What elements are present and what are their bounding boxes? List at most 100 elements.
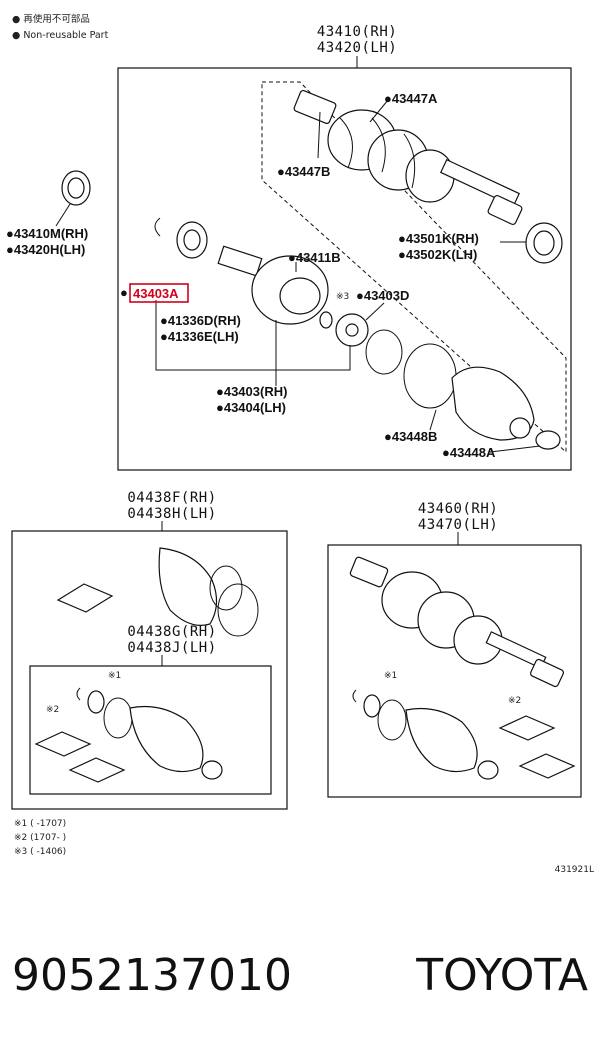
inner-boot-clamp [535, 430, 561, 450]
kit-left-inner-lh[interactable]: 04438J(LH) [127, 640, 216, 656]
callout-43447B[interactable]: ●43447B [277, 164, 330, 179]
legend-en: ● Non-reusable Part [12, 30, 109, 41]
inner-seal-group [154, 217, 208, 259]
inner-joint-housing [217, 245, 329, 325]
callout-43403A-bullet: ● [120, 285, 128, 300]
callout-43420H[interactable]: ●43420H(LH) [6, 242, 85, 257]
callout-43502K[interactable]: ●43502K(LH) [398, 247, 477, 262]
callout-41336D[interactable]: ●41336D(RH) [160, 313, 241, 328]
leader-43447A [369, 99, 389, 123]
kl-clamp-2 [217, 583, 259, 637]
kit-left-outer-boot [56, 547, 259, 637]
highlight-43403A [129, 283, 189, 303]
kl-outer-boot [158, 547, 218, 626]
callout-43403D[interactable]: ●43403D [356, 288, 409, 303]
small-snap-ring [319, 311, 333, 329]
callout-43448B[interactable]: ●43448B [384, 429, 437, 444]
kl-seal-small [87, 690, 105, 714]
bracket-43403 [155, 300, 351, 371]
kit-left-frame [11, 530, 288, 810]
kr-note2: ※2 [508, 696, 521, 706]
kit-left-inner-parts [34, 687, 223, 783]
diagram-id: 431921L [555, 865, 594, 875]
footnote-1: ※1 ( -1707) [14, 819, 66, 829]
callout-41336E[interactable]: ●41336E(LH) [160, 329, 239, 344]
kl-grease-pack-1 [56, 583, 114, 613]
kl-note1: ※1 [108, 671, 121, 681]
kr-note1: ※1 [384, 671, 397, 681]
housing-stem [217, 245, 263, 277]
kit-right-rh[interactable]: 43460(RH) [418, 501, 498, 517]
callout-43403A[interactable]: 43403A [133, 286, 179, 301]
kit-right-lh[interactable]: 43470(LH) [418, 517, 498, 533]
kit-right-shaft [349, 556, 565, 688]
inner-boot-neck [509, 417, 531, 439]
leader-43448B [429, 409, 437, 431]
kr-boot-neck [477, 760, 499, 780]
main-frame [117, 67, 572, 471]
kit-left-lh[interactable]: 04438H(LH) [127, 506, 216, 522]
outer-spline [293, 89, 337, 125]
kl-snap-ring [76, 687, 81, 701]
callout-43403[interactable]: ●43403(RH) [216, 384, 287, 399]
callout-43404[interactable]: ●43404(LH) [216, 400, 286, 415]
outer-joint-outline [261, 81, 567, 454]
kr-inner-boot [405, 707, 478, 773]
dust-cover-r-inner [533, 230, 555, 256]
kl-grease-pack-2 [34, 731, 92, 757]
drive-shaft [439, 158, 521, 208]
leader-43447B [317, 111, 321, 159]
legend-jp: ● 再使用不可部品 [12, 13, 90, 25]
note3-mark: ※3 [336, 292, 349, 302]
callout-43410M[interactable]: ●43410M(RH) [6, 226, 88, 241]
part-number: 9052137010 [12, 950, 292, 1001]
boot-clamp-small [365, 329, 403, 375]
main-assembly-lh[interactable]: 43420(LH) [317, 40, 397, 56]
dust-cover-right [525, 222, 563, 264]
kr-seal-small [363, 694, 381, 718]
inner-spline [487, 194, 523, 226]
kl-inner-boot [129, 705, 204, 773]
kl-clamp-1 [209, 565, 243, 611]
kit-left-rh[interactable]: 04438F(RH) [127, 490, 216, 506]
kr-grease-pack-1 [498, 715, 556, 741]
snap-ring-small [154, 217, 161, 237]
outer-boot-end [405, 149, 455, 203]
tripod-joint [335, 313, 369, 347]
kr-clamp [377, 699, 407, 741]
kl-clamp-3 [103, 697, 133, 739]
kl-note2: ※2 [46, 705, 59, 715]
footnote-3: ※3 ( -1406) [14, 847, 66, 857]
brand: TOYOTA [415, 950, 588, 1001]
tripod-hub [345, 323, 359, 337]
kl-grease-pack-3 [68, 757, 126, 783]
dust-cover-leader [55, 203, 71, 227]
kit-left-inner-rh[interactable]: 04438G(RH) [127, 624, 216, 640]
kl-boot-neck [201, 760, 223, 780]
inner-boot-group [365, 329, 561, 450]
housing-cup [279, 277, 321, 315]
outer-shaft-assembly [293, 89, 523, 226]
kr-spline [349, 556, 389, 588]
main-assembly-rh[interactable]: 43410(RH) [317, 24, 397, 40]
legend: ● 再使用不可部品 ● Non-reusable Part [12, 13, 109, 41]
leader-43403D [365, 302, 385, 321]
inner-seal-inner [183, 229, 201, 251]
kit-right-inner-parts [352, 689, 576, 780]
leader-43448A [489, 445, 541, 453]
kit-left-inner-frame [29, 665, 272, 795]
callout-43448A[interactable]: ●43448A [442, 445, 496, 460]
callout-43501K[interactable]: ●43501K(RH) [398, 231, 479, 246]
dust-cover-inner [67, 177, 85, 199]
kr-grease-pack-2 [518, 753, 576, 779]
boot-ribs [339, 117, 416, 189]
dust-cover-left [55, 170, 91, 227]
callout-43411B[interactable]: ●43411B [288, 250, 341, 265]
kr-snap-ring [352, 689, 357, 703]
boot-clamp-large [403, 343, 457, 409]
callout-43447A[interactable]: ●43447A [384, 91, 438, 106]
footnote-2: ※2 (1707- ) [14, 833, 66, 843]
kit-right-frame [327, 544, 582, 798]
kr-inner-spline [529, 658, 565, 688]
